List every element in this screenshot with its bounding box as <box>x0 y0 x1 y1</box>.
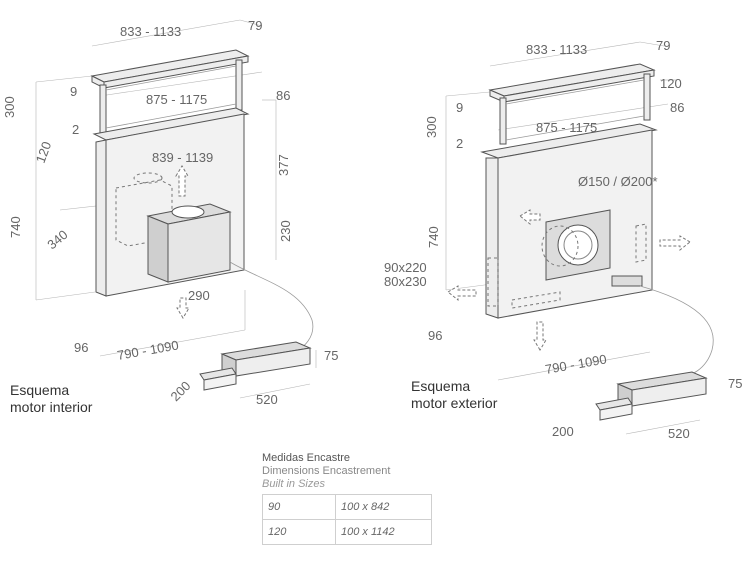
dimension-cell: 100 x 1142 <box>335 519 432 545</box>
left-dim-width-inner: 875 - 1175 <box>146 92 207 107</box>
left-dim-2: 2 <box>72 122 79 137</box>
sizes-title-en: Built in Sizes <box>262 478 325 490</box>
right-dim-width-inner: 875 - 1175 <box>536 120 597 135</box>
left-dim-120: 120 <box>33 140 55 166</box>
size-cell: 90 <box>262 494 336 520</box>
sizes-title-fr: Dimensions Encastrement <box>262 465 391 477</box>
right-dim-120: 120 <box>660 76 682 91</box>
right-dim-86: 86 <box>670 100 684 115</box>
sizes-title-es: Medidas Encastre <box>262 452 351 464</box>
right-dim-2: 2 <box>456 136 463 151</box>
left-dim-200: 200 <box>168 378 194 404</box>
left-dim-79: 79 <box>248 18 262 33</box>
left-diagram: 833 - 1133 79 9 875 - 1175 86 300 2 120 … <box>2 18 338 407</box>
caption-right-line1: Esquema <box>411 378 471 394</box>
left-dim-width-top: 833 - 1133 <box>120 24 181 39</box>
caption-left-line2: motor interior <box>10 399 93 415</box>
left-dim-75: 75 <box>324 348 338 363</box>
sizes-table: 90 100 x 842 120 100 x 1142 <box>262 494 432 545</box>
left-dim-290: 290 <box>188 288 210 303</box>
right-diagram: 833 - 1133 79 120 9 875 - 1175 86 300 2 … <box>384 38 742 441</box>
right-dim-cutout-1: 90x220 <box>384 260 427 275</box>
left-dim-9: 9 <box>70 84 77 99</box>
left-dim-96: 96 <box>74 340 88 355</box>
caption-motor-exterior: Esquema motor exterior <box>411 378 497 412</box>
right-dim-cutout-2: 80x230 <box>384 274 427 289</box>
caption-right-line2: motor exterior <box>411 395 498 411</box>
left-dim-86: 86 <box>276 88 290 103</box>
left-dim-230: 230 <box>278 220 293 242</box>
size-cell: 120 <box>262 519 336 545</box>
left-dim-300: 300 <box>2 96 17 118</box>
right-dim-520: 520 <box>668 426 690 441</box>
right-dim-diameter: Ø150 / Ø200* <box>578 174 658 189</box>
left-dim-377: 377 <box>276 154 291 176</box>
right-dim-width-bottom: 790 - 1090 <box>544 351 608 377</box>
left-dim-520: 520 <box>256 392 278 407</box>
right-dim-75: 75 <box>728 376 742 391</box>
right-dim-9: 9 <box>456 100 463 115</box>
left-dim-340: 340 <box>44 227 70 252</box>
right-dim-740: 740 <box>426 226 441 248</box>
caption-left-line1: Esquema <box>10 382 70 398</box>
built-in-sizes: Medidas Encastre Dimensions Encastrement… <box>262 452 432 545</box>
right-dim-96: 96 <box>428 328 442 343</box>
dimension-cell: 100 x 842 <box>335 494 432 520</box>
left-dim-width-mid: 839 - 1139 <box>152 150 213 165</box>
left-dim-width-bottom: 790 - 1090 <box>116 337 180 363</box>
right-dim-200: 200 <box>552 424 574 439</box>
right-dim-300: 300 <box>424 116 439 138</box>
table-row: 120 100 x 1142 <box>262 519 432 545</box>
left-dim-740: 740 <box>8 216 23 238</box>
right-dim-79: 79 <box>656 38 670 53</box>
table-row: 90 100 x 842 <box>262 494 432 520</box>
right-dim-width-top: 833 - 1133 <box>526 42 587 57</box>
caption-motor-interior: Esquema motor interior <box>10 382 92 416</box>
